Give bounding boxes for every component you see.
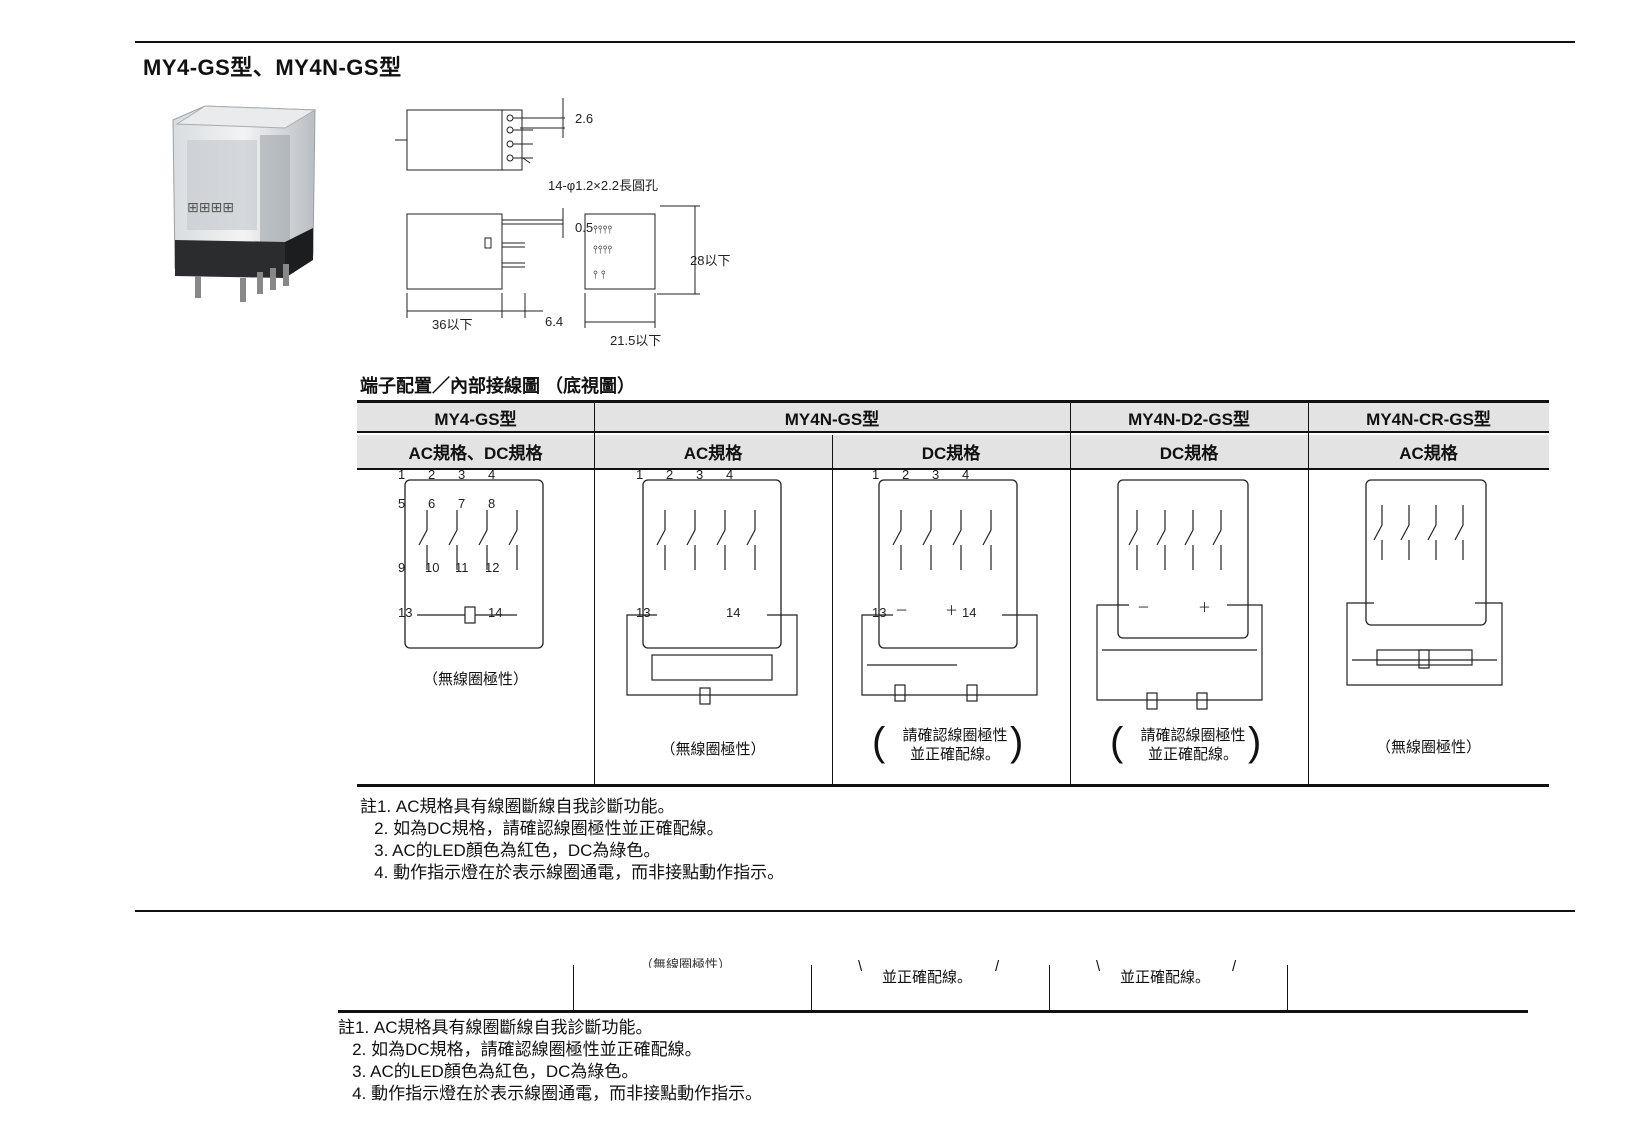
terminal-11: 11 — [455, 560, 469, 575]
col-divider — [832, 435, 833, 784]
terminal-1: 1 — [872, 467, 880, 482]
left-brace: ( — [1110, 720, 1124, 764]
terminal-1: 1 — [398, 467, 406, 482]
caption-line1: 請確認線圈極性 — [1140, 727, 1246, 744]
terminal-3: 3 — [932, 467, 940, 482]
lower-caption-a: 並正確配線。 — [882, 969, 973, 986]
dim-length: 36以下 — [430, 314, 475, 333]
terminal-2: 2 — [666, 467, 674, 482]
header-model-my4n-cr-gs: MY4N-CR-GS型 — [1308, 400, 1549, 433]
caption-line2: 並正確配線。 — [1147, 746, 1238, 763]
header-model-my4-gs: MY4-GS型 — [357, 400, 594, 433]
lower-divider — [1287, 965, 1288, 1010]
lower-divider — [573, 965, 574, 1010]
lower-caption-b: 並正確配線。 — [1120, 969, 1211, 986]
polarity-plus: ＋ — [945, 603, 959, 618]
caption-confirm-polarity: 請確認線圈極性 並正確配線。 — [1118, 726, 1268, 764]
terminal-14: 14 — [962, 605, 977, 620]
lower-notes: 註1. AC規格具有線圈斷線自我診斷功能。 2. 如為DC規格，請確認線圈極性並… — [338, 1017, 762, 1105]
section-title: 端子配置／內部接線圖 （底視圖） — [360, 376, 635, 396]
dim-hole-spec: 14-φ1.2×2.2長圓孔 — [548, 178, 658, 193]
caption-line2: 並正確配線。 — [909, 746, 1000, 763]
page-title: MY4-GS型、MY4N-GS型 — [143, 55, 402, 80]
terminal-6: 6 — [428, 496, 436, 511]
lower-note-1: 註1. AC規格具有線圈斷線自我診斷功能。 — [338, 1018, 653, 1037]
wiring-table: MY4-GS型 MY4N-GS型 MY4N-D2-GS型 MY4N-CR-GS型… — [357, 400, 1549, 787]
terminal-12: 12 — [485, 560, 500, 575]
caption-no-polarity: （無線圈極性） — [1375, 739, 1481, 756]
lower-left-brace: \ — [858, 958, 863, 975]
table-bottom-rule — [357, 784, 1549, 787]
dim-pin-pitch: 2.6 — [575, 111, 594, 126]
terminal-13: 13 — [636, 605, 651, 620]
note-2: 2. 如為DC規格，請確認線圈極性並正確配線。 — [360, 819, 724, 838]
dim-pin-thickness: 0.5 — [575, 220, 594, 235]
terminal-5: 5 — [398, 496, 406, 511]
dimension-drawing: ⫯⫯⫯⫯ ⫯⫯⫯⫯ ⫯ ⫯ — [395, 98, 700, 328]
lower-right-brace: / — [995, 958, 1000, 975]
spec-dc: DC規格 — [832, 435, 1070, 470]
caption-no-polarity: （無線圈極性） — [422, 671, 528, 688]
lower-left-brace: \ — [1096, 958, 1101, 975]
lower-note-4: 4. 動作指示燈在於表示線圈通電，而非接點動作指示。 — [338, 1084, 763, 1103]
relay-photo: ⊞⊞⊞⊞ — [172, 105, 317, 302]
col-divider — [1308, 403, 1309, 784]
terminal-10: 10 — [425, 560, 440, 575]
svg-text:⫯⫯⫯⫯: ⫯⫯⫯⫯ — [593, 244, 612, 256]
polarity-minus: － — [1137, 600, 1151, 615]
right-brace: ) — [1010, 720, 1024, 764]
terminal-7: 7 — [458, 496, 466, 511]
svg-text:⫯⫯⫯⫯: ⫯⫯⫯⫯ — [593, 224, 612, 236]
terminal-1: 1 — [636, 467, 644, 482]
lower-cut-caption: （無線圈極性） — [640, 958, 732, 968]
caption-line1: 請確認線圈極性 — [902, 727, 1008, 744]
terminal-4: 4 — [962, 467, 970, 482]
spec-ac-dc: AC規格、DC規格 — [357, 435, 594, 470]
dim-height: 28以下 — [690, 253, 731, 268]
spec-ac-cr: AC規格 — [1308, 435, 1549, 470]
note-3: 3. AC的LED顏色為紅色，DC為綠色。 — [360, 841, 661, 860]
lower-note-3: 3. AC的LED顏色為紅色，DC為綠色。 — [338, 1062, 639, 1081]
col-divider — [1070, 403, 1071, 784]
caption-no-polarity: （無線圈極性） — [660, 741, 766, 758]
terminal-13: 13 — [398, 605, 413, 620]
terminal-2: 2 — [428, 467, 436, 482]
terminal-9: 9 — [398, 560, 406, 575]
terminal-4: 4 — [488, 467, 496, 482]
note-1: 註1. AC規格具有線圈斷線自我診斷功能。 — [360, 797, 675, 816]
terminal-3: 3 — [458, 467, 466, 482]
col-divider — [594, 403, 595, 784]
spec-dc-d2: DC規格 — [1070, 435, 1308, 470]
lower-divider — [811, 965, 812, 1010]
left-brace: ( — [872, 720, 886, 764]
wiring-diagrams — [404, 479, 1503, 710]
caption-confirm-polarity: 請確認線圈極性 並正確配線。 — [880, 726, 1030, 764]
terminal-8: 8 — [488, 496, 496, 511]
svg-text:⫯ ⫯: ⫯ ⫯ — [593, 269, 606, 281]
top-rule — [135, 41, 1575, 43]
lower-divider — [1049, 965, 1050, 1010]
spec-ac: AC規格 — [594, 435, 832, 470]
polarity-plus: ＋ — [1198, 600, 1212, 615]
terminal-4: 4 — [726, 467, 734, 482]
terminal-13: 13 — [872, 605, 887, 620]
terminal-14: 14 — [488, 605, 503, 620]
polarity-minus: － — [895, 603, 909, 618]
note-4: 4. 動作指示燈在於表示線圈通電，而非接點動作指示。 — [360, 863, 785, 882]
svg-text:⊞⊞⊞⊞: ⊞⊞⊞⊞ — [187, 199, 234, 215]
notes: 註1. AC規格具有線圈斷線自我診斷功能。 2. 如為DC規格，請確認線圈極性並… — [360, 796, 784, 884]
header-model-my4n-gs: MY4N-GS型 — [594, 400, 1070, 433]
terminal-3: 3 — [696, 467, 704, 482]
lower-right-brace: / — [1232, 958, 1237, 975]
dim-width: 21.5以下 — [610, 333, 662, 348]
terminal-2: 2 — [902, 467, 910, 482]
lower-note-2: 2. 如為DC規格，請確認線圈極性並正確配線。 — [338, 1040, 702, 1059]
lower-rule — [338, 1010, 1528, 1013]
right-brace: ) — [1248, 720, 1262, 764]
dim-pin-length: 6.4 — [545, 314, 564, 329]
terminal-14: 14 — [726, 605, 741, 620]
header-model-my4n-d2-gs: MY4N-D2-GS型 — [1070, 400, 1308, 433]
mid-rule — [135, 910, 1575, 912]
